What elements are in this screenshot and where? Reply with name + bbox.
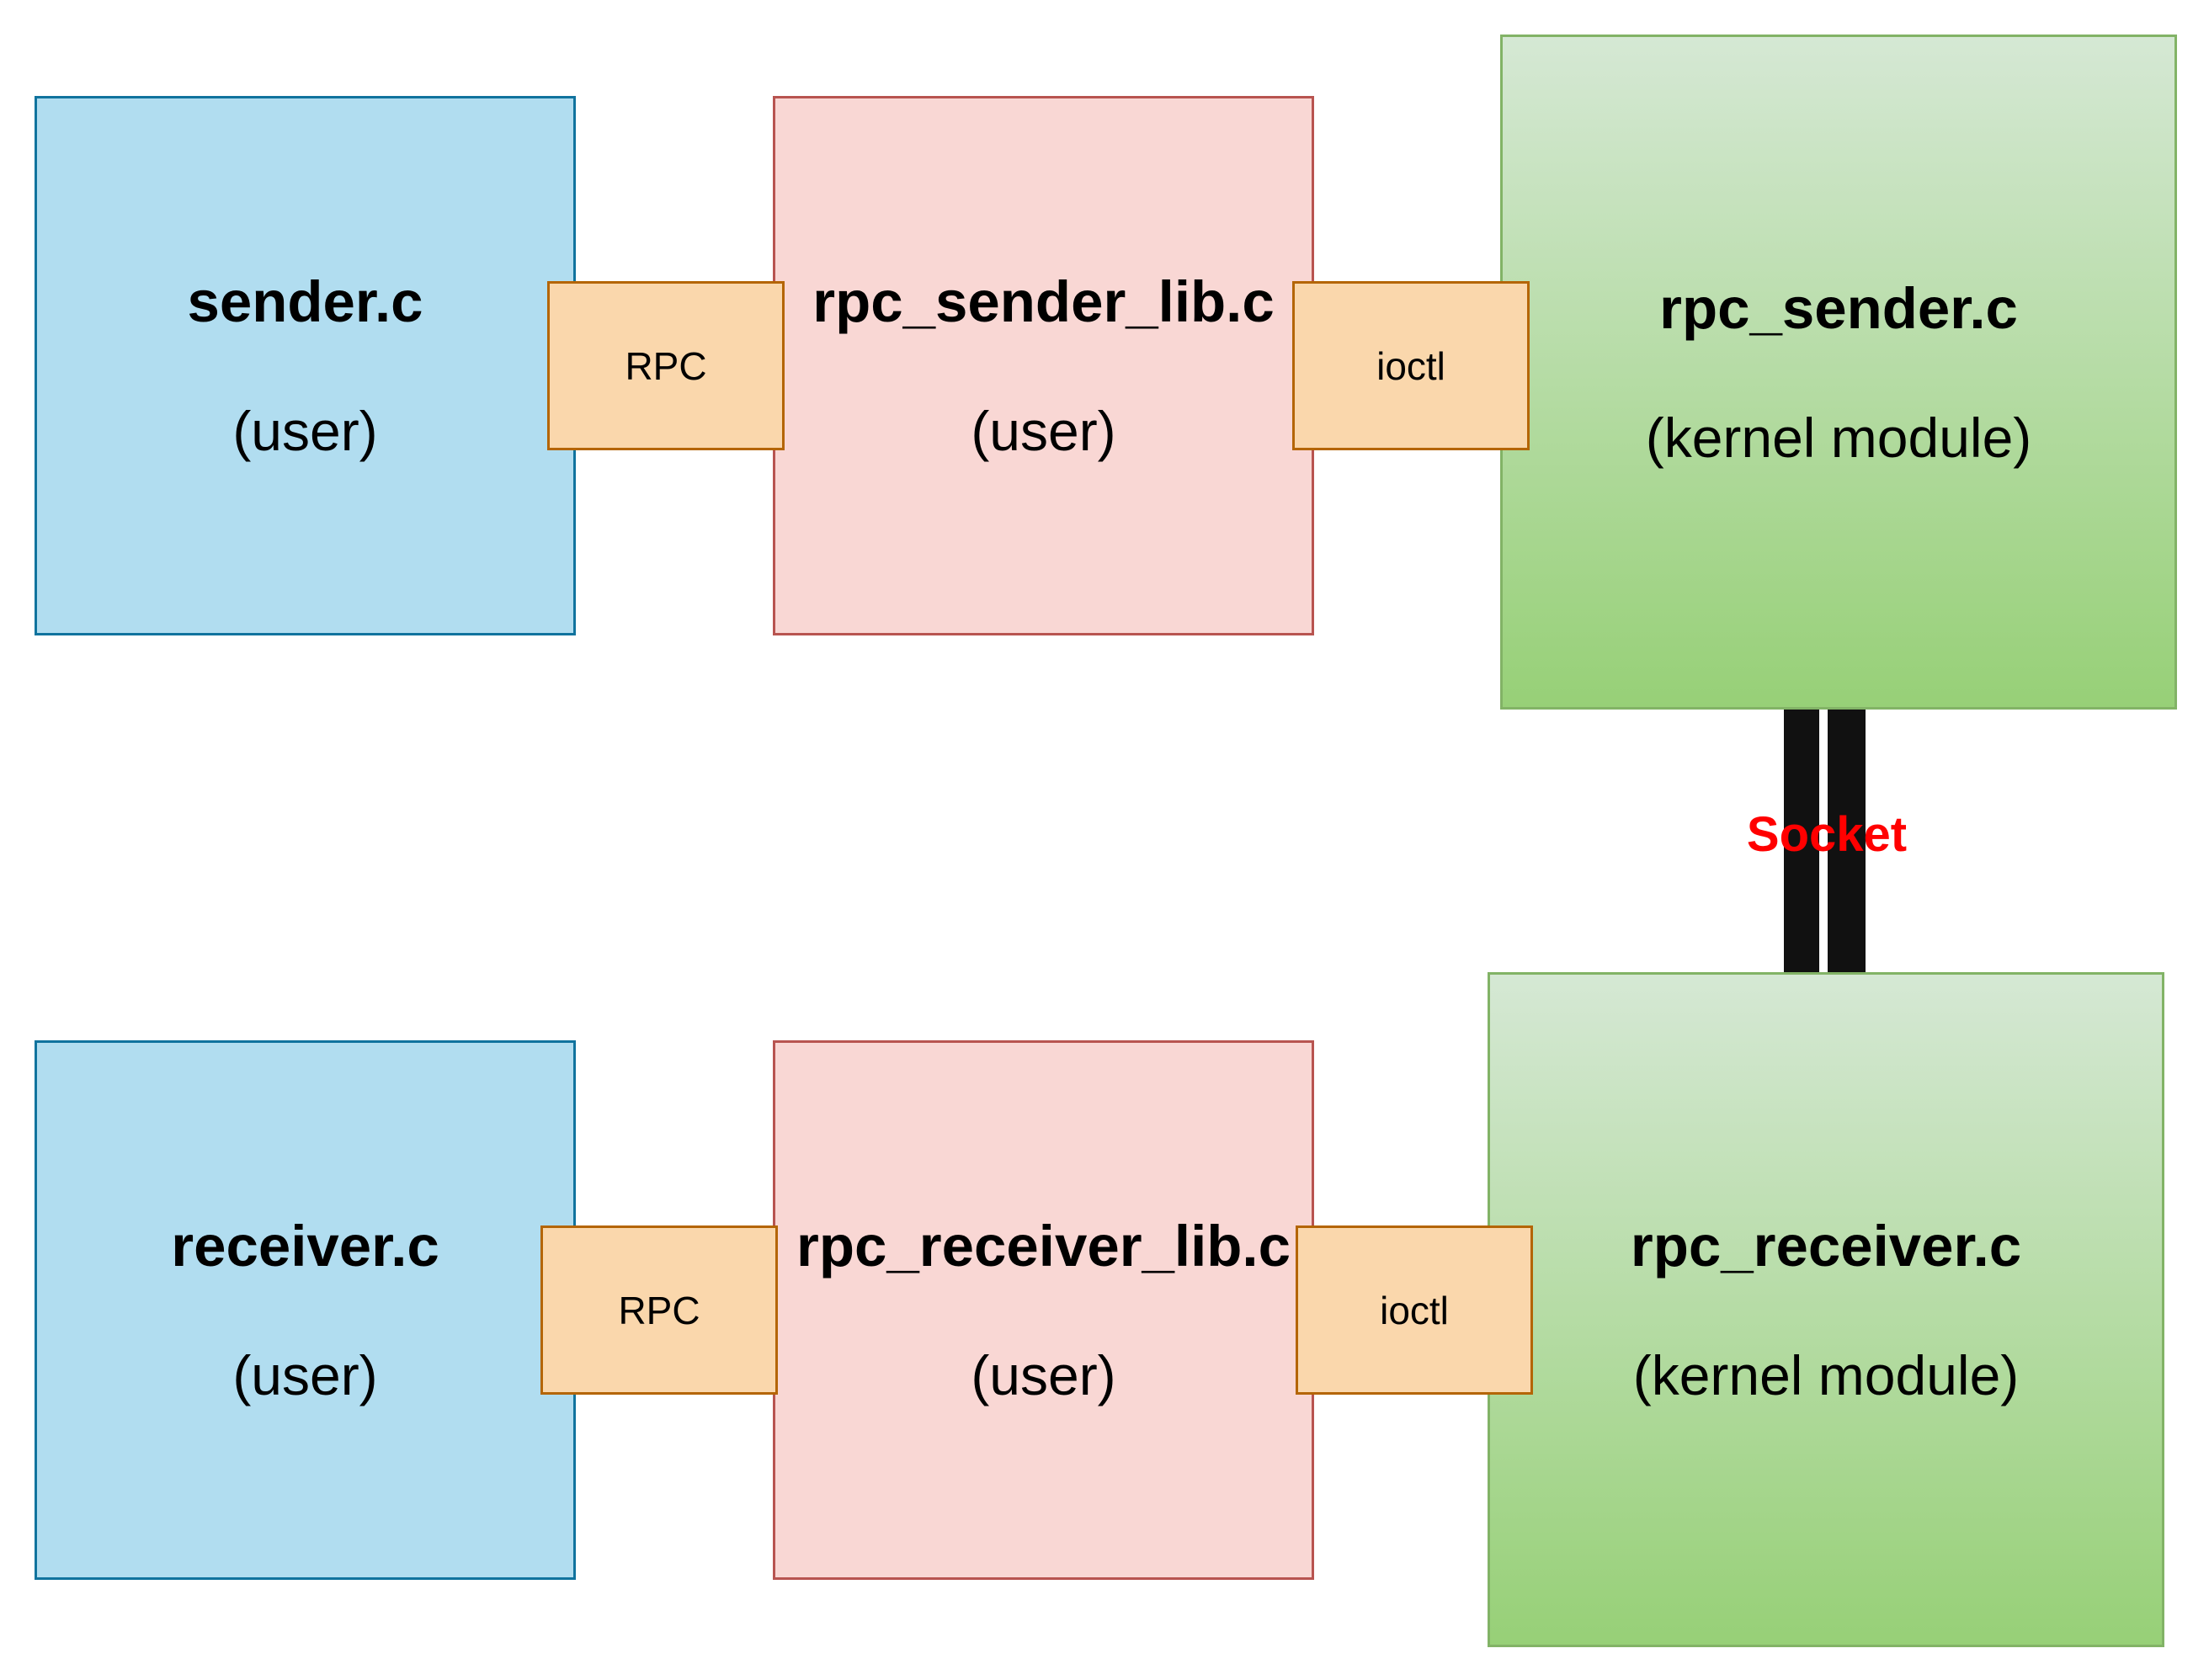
- receiver-lib-role: (user): [971, 1344, 1116, 1406]
- sender-module-name: rpc_sender.c: [1659, 275, 2018, 341]
- sender-lib-name: rpc_sender_lib.c: [812, 269, 1275, 334]
- sender-lib-role: (user): [971, 400, 1116, 462]
- receiver-lib-name: rpc_receiver_lib.c: [796, 1214, 1291, 1279]
- receiver-module-name: rpc_receiver.c: [1630, 1213, 2022, 1279]
- receiver-ioctl-link-label: ioctl: [1380, 1288, 1449, 1332]
- socket-connection-line-right: [1828, 710, 1866, 972]
- sender-module-role: (kernel module): [1645, 406, 2032, 469]
- receiver-lib-box[interactable]: rpc_receiver_lib.c (user): [773, 1040, 1314, 1580]
- receiver-ioctl-link[interactable]: ioctl: [1296, 1225, 1533, 1395]
- sender-app-name: sender.c: [187, 269, 423, 334]
- receiver-rpc-link[interactable]: RPC: [540, 1225, 778, 1395]
- sender-app-box[interactable]: sender.c (user): [35, 96, 576, 635]
- sender-ioctl-link[interactable]: ioctl: [1292, 281, 1530, 450]
- sender-rpc-link-label: RPC: [625, 343, 707, 388]
- sender-rpc-link[interactable]: RPC: [547, 281, 785, 450]
- socket-connection-line-left: [1784, 710, 1819, 972]
- sender-module-box[interactable]: rpc_sender.c (kernel module): [1500, 35, 2177, 710]
- receiver-app-role: (user): [232, 1344, 378, 1406]
- sender-lib-box[interactable]: rpc_sender_lib.c (user): [773, 96, 1314, 635]
- sender-app-role: (user): [232, 400, 378, 462]
- receiver-app-box[interactable]: receiver.c (user): [35, 1040, 576, 1580]
- receiver-app-name: receiver.c: [171, 1214, 439, 1279]
- receiver-module-box[interactable]: rpc_receiver.c (kernel module): [1488, 972, 2164, 1647]
- socket-connection-label: Socket: [1746, 807, 1908, 862]
- sender-ioctl-link-label: ioctl: [1376, 343, 1445, 388]
- receiver-rpc-link-label: RPC: [618, 1288, 700, 1332]
- receiver-module-role: (kernel module): [1632, 1343, 2020, 1406]
